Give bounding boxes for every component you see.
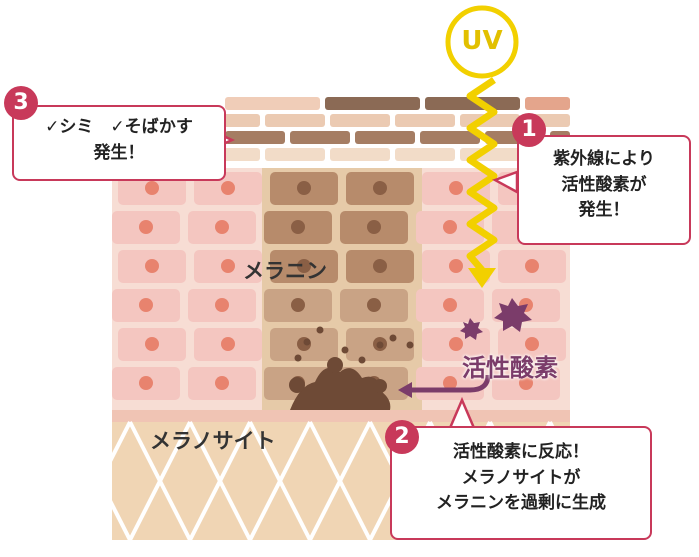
- cell-nucleus: [525, 337, 539, 351]
- number-badge-3: 3: [4, 86, 38, 120]
- uv-label: UV: [461, 26, 503, 56]
- cell-nucleus: [139, 220, 153, 234]
- cell-nucleus: [215, 298, 229, 312]
- cell-nucleus: [297, 181, 311, 195]
- cell-nucleus: [449, 259, 463, 273]
- cell-nucleus: [449, 337, 463, 351]
- number-badge-1: 1: [512, 113, 546, 147]
- callout-3-line: 発生！: [93, 142, 145, 163]
- stratum-cell: [330, 114, 390, 127]
- cell-nucleus: [297, 259, 311, 273]
- melanin-granule: [376, 341, 384, 349]
- stratum-cell: [265, 148, 325, 161]
- cell-nucleus: [215, 376, 229, 390]
- melanin-granule: [303, 338, 311, 346]
- callout-1-line: 活性酸素が: [561, 174, 647, 195]
- melanin-granules: [294, 326, 414, 364]
- stratum-cell: [330, 148, 390, 161]
- skin-strata: [200, 97, 570, 161]
- melanocyte-label: メラノサイト: [150, 429, 276, 453]
- stratum-cell: [395, 148, 455, 161]
- cell-nucleus: [145, 181, 159, 195]
- callout-2-line: メラニンを過剰に生成: [436, 493, 606, 513]
- cell-nucleus: [221, 337, 235, 351]
- stratum-cell: [355, 131, 415, 144]
- stratum-cell: [420, 131, 480, 144]
- active-oxygen-label: 活性酸素: [462, 354, 558, 382]
- stratum-cell: [425, 97, 520, 110]
- callout-3-line: ✓シミ ✓そばかす: [45, 117, 193, 137]
- stratum-cell: [225, 97, 320, 110]
- cell-nucleus: [443, 376, 457, 390]
- active-oxygen-icon: [460, 298, 532, 340]
- melanin-label: メラニン: [243, 259, 327, 283]
- cell-nucleus: [367, 220, 381, 234]
- basal-band: [112, 410, 570, 422]
- cell-nucleus: [291, 298, 305, 312]
- arrow-icon: [410, 374, 491, 393]
- cell-nucleus: [139, 298, 153, 312]
- cell-nucleus: [291, 220, 305, 234]
- melanin-granule: [389, 334, 397, 342]
- stratum-cell: [290, 131, 350, 144]
- stratum-cell: [265, 114, 325, 127]
- melanocyte: [289, 357, 391, 410]
- callout-1-line: 紫外線により: [553, 149, 655, 169]
- cell-nucleus: [221, 181, 235, 195]
- melanin-granule: [406, 341, 414, 349]
- callout-2-line: メラノサイトが: [461, 467, 581, 488]
- cell-nucleus: [367, 298, 381, 312]
- cell-nucleus: [373, 259, 387, 273]
- cell-nucleus: [145, 337, 159, 351]
- callout-1: 紫外線により 活性酸素が 発生！: [517, 135, 691, 245]
- stratum-cell: [225, 131, 285, 144]
- stratum-cell: [325, 97, 420, 110]
- stratum-cell: [395, 114, 455, 127]
- stratum-cell: [525, 97, 570, 110]
- callout-1-line: 発生！: [578, 200, 630, 220]
- melanin-granule: [294, 354, 302, 362]
- number-badge-2: 2: [385, 420, 419, 454]
- callout-2-line: 活性酸素に反応！: [453, 442, 589, 462]
- melanin-granule: [316, 326, 324, 334]
- cell-nucleus: [215, 220, 229, 234]
- melanin-granule: [341, 346, 349, 354]
- callout-2: 活性酸素に反応！ メラノサイトが メラニンを過剰に生成: [390, 426, 652, 540]
- cell-nucleus: [525, 259, 539, 273]
- cell-nucleus: [145, 259, 159, 273]
- callout-3: ✓シミ ✓そばかす 発生！: [12, 105, 226, 181]
- cell-nucleus: [443, 298, 457, 312]
- cell-nucleus: [221, 259, 235, 273]
- cell-nucleus: [449, 181, 463, 195]
- cell-nucleus: [139, 376, 153, 390]
- uv-ray: [466, 77, 498, 273]
- cell-nucleus: [443, 220, 457, 234]
- melanin-granule: [358, 356, 366, 364]
- cell-nucleus: [519, 376, 533, 390]
- cell-nucleus: [373, 181, 387, 195]
